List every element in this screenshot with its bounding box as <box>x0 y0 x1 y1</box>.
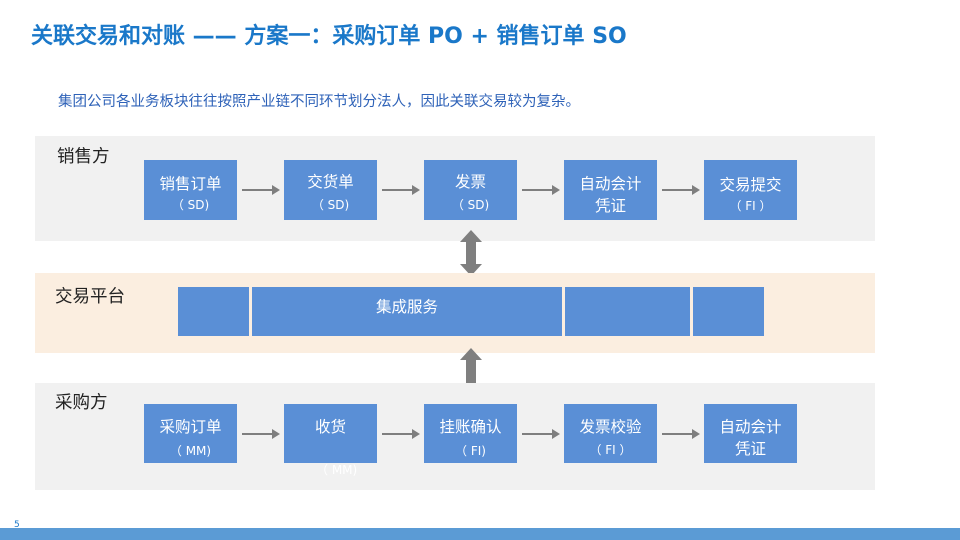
box-line2: （ FI) <box>455 444 486 458</box>
arrow-right-icon <box>662 429 700 439</box>
arrow-right-icon <box>382 185 420 195</box>
box-line1: 交易提交 <box>719 176 782 194</box>
purchase-box-confirm: 挂账确认 （ FI) <box>424 404 517 463</box>
double-arrow-vertical-icon <box>460 230 482 276</box>
slide-title: 关联交易和对账 —— 方案一：采购订单 PO + 销售订单 SO <box>31 24 627 49</box>
sales-box-order: 销售订单 （ SD) <box>144 160 237 220</box>
box-line1: 自动会计 <box>719 418 782 436</box>
box-line1: 发票 <box>454 173 486 191</box>
box-line1: 采购订单 <box>159 418 222 436</box>
integration-service-box: 集成服务 <box>252 287 562 336</box>
page-number: 5 <box>14 520 20 530</box>
box-line2: （ FI ） <box>589 443 632 457</box>
purchase-box-receipt: 收货 <box>284 404 377 463</box>
purchase-label: 采购方 <box>55 393 108 413</box>
integration-cell <box>693 287 764 336</box>
box-line1: 挂账确认 <box>439 418 502 436</box>
arrow-right-icon <box>662 185 700 195</box>
purchase-box-auto-voucher: 自动会计 凭证 <box>704 404 797 463</box>
box-line1: 自动会计 <box>579 175 642 193</box>
box-line2: （ SD) <box>311 198 350 212</box>
arrow-right-icon <box>382 429 420 439</box>
box-line2: 凭证 <box>594 197 626 215</box>
box-line1: 交货单 <box>307 173 354 191</box>
integration-cell <box>178 287 249 336</box>
slide-subtitle: 集团公司各业务板块往往按照产业链不同环节划分法人，因此关联交易较为复杂。 <box>58 94 580 110</box>
integration-service-label: 集成服务 <box>375 298 438 316</box>
platform-label: 交易平台 <box>55 287 125 307</box>
integration-cell <box>565 287 690 336</box>
box-line1: 收货 <box>314 418 346 436</box>
purchase-box-invoice-check: 发票校验 （ FI ） <box>564 404 657 463</box>
sales-label: 销售方 <box>57 147 110 167</box>
receipt-overflow-label: （ MM) <box>316 463 358 477</box>
purchase-box-order: 采购订单 （ MM) <box>144 404 237 463</box>
footer-bar <box>0 528 960 540</box>
arrow-right-icon <box>242 429 280 439</box>
arrow-right-icon <box>522 429 560 439</box>
box-line1: 发票校验 <box>579 418 642 436</box>
box-line2: 凭证 <box>734 440 766 458</box>
box-line2: （ SD) <box>171 198 210 212</box>
arrow-right-icon <box>522 185 560 195</box>
arrow-right-icon <box>242 185 280 195</box>
sales-box-auto-voucher: 自动会计 凭证 <box>564 160 657 220</box>
sales-box-delivery: 交货单 （ SD) <box>284 160 377 220</box>
box-line2: （ MM) <box>169 444 212 458</box>
sales-box-invoice: 发票 （ SD) <box>424 160 517 220</box>
box-line2: （ FI ） <box>729 199 772 213</box>
box-line2: （ SD) <box>451 198 490 212</box>
box-line1: 销售订单 <box>159 175 222 193</box>
sales-box-submit: 交易提交 （ FI ） <box>704 160 797 220</box>
